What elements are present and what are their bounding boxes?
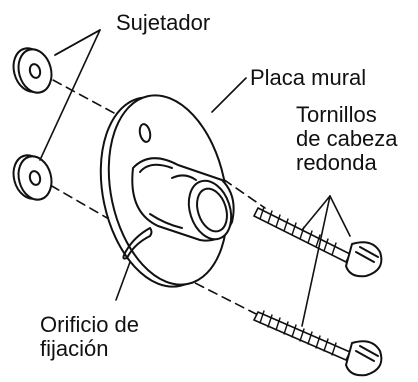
wall-plate-label: Placa mural [250,65,367,90]
screw-upper [253,206,383,278]
fastener-disc-bottom [12,154,53,201]
mounting-slot [122,227,153,260]
mounting-hole-label-line-2: fijación [40,336,109,361]
mounting-hole-label-line-1: Orificio de [40,312,140,337]
fastener-label: Sujetador [116,10,211,35]
screw-lower [253,310,383,377]
fastener-disc-top [12,47,53,94]
leader-lines [39,29,351,327]
spout-cylinder [131,157,235,242]
screws-label-line-1: Tornillos [296,102,377,127]
mounting-hole-top [138,123,152,143]
screws-label-line-2: de cabeza [296,126,398,151]
mounting-hole-label: Orificio de fijación [40,313,139,361]
screws-label-line-3: redonda [296,150,377,175]
screws-label: Tornillos de cabeza redonda [296,103,398,175]
